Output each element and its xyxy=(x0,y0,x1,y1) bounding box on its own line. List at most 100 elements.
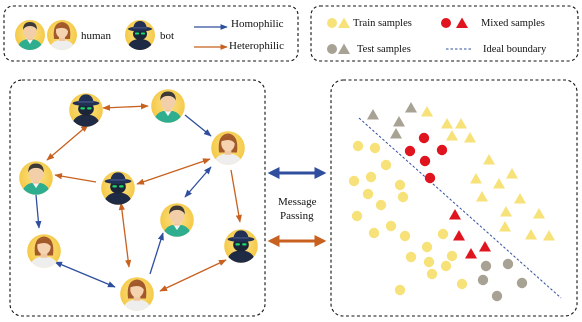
train-samples-label: Train samples xyxy=(353,18,412,29)
ideal-boundary-line xyxy=(358,117,562,299)
train-sample-triangle-7 xyxy=(446,130,458,141)
mixed-circle-marker xyxy=(441,18,451,28)
human-node-female-2 xyxy=(27,234,61,269)
train-triangle-marker xyxy=(338,17,350,28)
human-node-female-3 xyxy=(120,277,154,312)
human-node-2 xyxy=(19,161,53,196)
train-sample-triangle-12 xyxy=(493,178,505,189)
human-legend-label: human xyxy=(81,30,111,42)
train-sample-circle-45 xyxy=(423,256,435,268)
edge-female2-female3 xyxy=(54,261,116,288)
test-samples-label: Test samples xyxy=(357,44,411,55)
test-triangle-marker xyxy=(338,43,350,54)
bot-legend-icon xyxy=(125,20,155,51)
train-sample-circle-49 xyxy=(394,284,406,296)
edge-bot1-human1 xyxy=(102,103,149,111)
train-sample-circle-46 xyxy=(440,260,452,272)
train-sample-triangle-16 xyxy=(533,208,545,219)
train-sample-circle-42 xyxy=(421,241,433,253)
train-circle-marker xyxy=(327,18,337,28)
test-sample-triangle-0 xyxy=(367,109,379,120)
bot-node-2 xyxy=(101,171,135,206)
homophilic-label: Homophilic xyxy=(231,18,284,30)
train-sample-triangle-11 xyxy=(470,173,482,184)
train-sample-circle-43 xyxy=(437,228,449,240)
edge-female3-bot3 xyxy=(159,259,227,292)
mixed-sample-triangle-28 xyxy=(479,241,491,252)
mixed-sample-circle-21 xyxy=(404,145,416,157)
mixed-sample-circle-24 xyxy=(424,172,436,184)
test-circle-marker xyxy=(327,44,337,54)
train-sample-circle-29 xyxy=(352,140,364,152)
train-sample-circle-36 xyxy=(394,179,406,191)
legend-right: Train samples Mixed samples Test samples… xyxy=(310,5,579,62)
bot-node-1 xyxy=(69,93,103,128)
mixed-samples-label: Mixed samples xyxy=(481,18,545,29)
train-sample-circle-38 xyxy=(351,210,363,222)
bot-legend-label: bot xyxy=(160,30,174,42)
mixed-sample-circle-22 xyxy=(419,155,431,167)
human-female-icon xyxy=(47,20,77,51)
edge-bot1-human2 xyxy=(46,124,89,161)
train-sample-circle-48 xyxy=(426,268,438,280)
edge-human2-female2 xyxy=(35,194,42,229)
human-node-1 xyxy=(151,89,185,124)
mixed-sample-triangle-26 xyxy=(453,230,465,241)
train-sample-circle-31 xyxy=(380,159,392,171)
graph-edges xyxy=(35,103,242,292)
train-sample-triangle-4 xyxy=(421,106,433,117)
train-sample-circle-30 xyxy=(369,142,381,154)
train-sample-triangle-15 xyxy=(500,206,512,217)
human-node-3 xyxy=(160,203,194,238)
mixed-sample-triangle-25 xyxy=(449,209,461,220)
mixed-sample-circle-20 xyxy=(418,132,430,144)
human-male-icon xyxy=(15,20,45,51)
legend-left: human bot Homophilic Heterophilic xyxy=(3,5,299,62)
human-node-female-1 xyxy=(211,131,245,166)
test-sample-circle-54 xyxy=(491,290,503,302)
train-sample-circle-39 xyxy=(368,227,380,239)
test-sample-circle-51 xyxy=(480,260,492,272)
train-sample-triangle-19 xyxy=(543,230,555,241)
sample-points xyxy=(348,102,555,302)
edge-bot2-female3 xyxy=(118,202,132,268)
mixed-sample-triangle-27 xyxy=(465,248,477,259)
scatter-panel xyxy=(330,79,578,317)
train-sample-circle-35 xyxy=(375,199,387,211)
train-sample-circle-44 xyxy=(405,251,417,263)
edge-human1-female1 xyxy=(184,114,212,137)
train-sample-triangle-13 xyxy=(476,191,488,202)
train-sample-triangle-6 xyxy=(455,118,467,129)
train-sample-triangle-5 xyxy=(441,118,453,129)
train-sample-circle-33 xyxy=(348,175,360,187)
edge-female1-bot3 xyxy=(230,169,242,223)
train-sample-circle-32 xyxy=(365,171,377,183)
edge-female1-human3 xyxy=(184,166,212,198)
bot-node-3 xyxy=(224,229,258,264)
train-sample-circle-41 xyxy=(399,230,411,242)
graph-panel xyxy=(9,79,266,317)
test-sample-triangle-2 xyxy=(393,116,405,127)
train-sample-triangle-17 xyxy=(499,221,511,232)
test-sample-circle-53 xyxy=(516,277,528,289)
message-label: Message xyxy=(278,196,317,208)
edge-bot2-female1 xyxy=(136,158,211,185)
mixed-triangle-marker xyxy=(456,17,468,28)
test-sample-triangle-3 xyxy=(390,128,402,139)
edge-bot2-human2 xyxy=(54,173,97,183)
boundary-label: Ideal boundary xyxy=(483,44,547,55)
train-sample-triangle-8 xyxy=(464,132,476,143)
edge-human3-female3 xyxy=(149,232,164,275)
train-sample-circle-47 xyxy=(446,250,458,262)
train-sample-circle-40 xyxy=(385,220,397,232)
train-sample-triangle-9 xyxy=(483,154,495,165)
train-sample-triangle-18 xyxy=(525,229,537,240)
heterophilic-label: Heterophilic xyxy=(229,40,284,52)
test-sample-circle-52 xyxy=(502,258,514,270)
message-passing: Message Passing xyxy=(267,167,327,247)
passing-label: Passing xyxy=(280,210,314,222)
train-sample-circle-37 xyxy=(397,191,409,203)
train-sample-circle-34 xyxy=(362,188,374,200)
train-sample-triangle-10 xyxy=(506,168,518,179)
